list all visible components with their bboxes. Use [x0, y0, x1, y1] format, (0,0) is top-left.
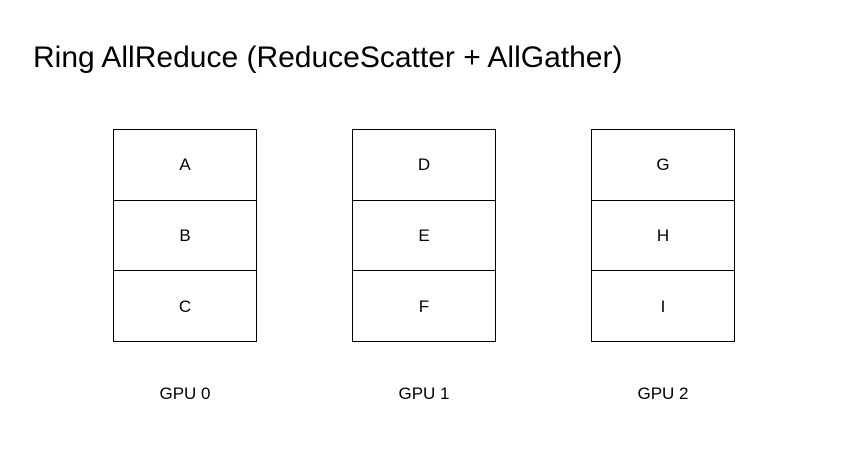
gpu-column-2: G H I GPU 2 [591, 129, 735, 402]
gpu2-chunk-i: I [592, 270, 734, 341]
diagram-title: Ring AllReduce (ReduceScatter + AllGathe… [33, 41, 623, 74]
gpu0-label: GPU 0 [159, 384, 211, 403]
gpu1-chunk-d: D [417, 155, 431, 175]
gpu0-chunk-b: B [114, 199, 256, 271]
gpu2-label: GPU 2 [637, 384, 689, 403]
gpu2-chunk-g: G [656, 155, 670, 175]
gpu1-memory-box: D E F [352, 129, 496, 342]
gpu1-chunk-f: F [353, 270, 495, 341]
gpu2-chunk-h: H [592, 199, 734, 271]
gpu1-label: GPU 1 [398, 384, 450, 403]
gpu-column-1: D E F GPU 1 [352, 129, 496, 402]
gpu0-chunk-a: A [179, 155, 191, 175]
gpu0-memory-box: A B C [113, 129, 257, 342]
gpu0-chunk-c: C [114, 270, 256, 341]
gpu-column-0: A B C GPU 0 [113, 129, 257, 402]
gpu1-chunk-e: E [353, 199, 495, 271]
gpu2-memory-box: G H I [591, 129, 735, 342]
